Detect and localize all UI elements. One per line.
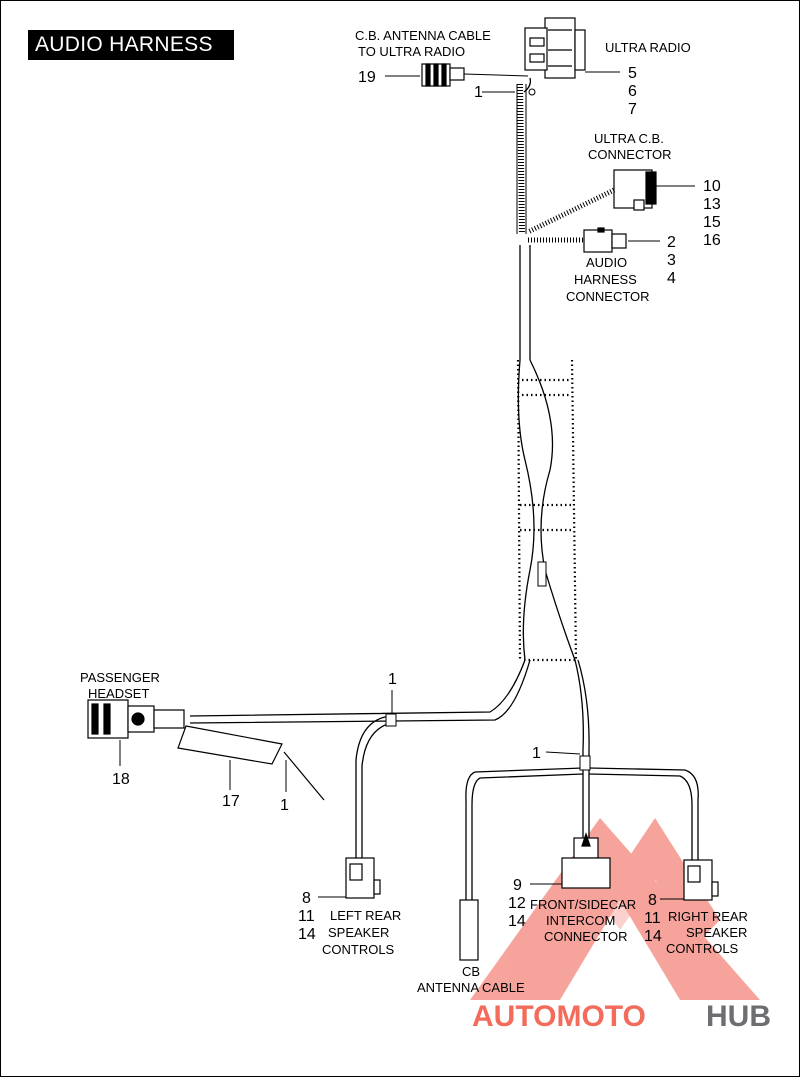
left-branch [189,659,531,860]
right-rear-label-3: CONTROLS [666,941,739,956]
front-label-3: CONNECTOR [544,929,628,944]
ultra-cb-connector [526,169,657,235]
passenger-headset-connector [87,699,325,801]
callout-12: 12 [508,895,526,912]
cb-cable-label-1: CB [462,964,480,979]
callout-10: 10 [703,178,721,195]
cb-antenna-cable-end [459,899,479,961]
cb-antenna-label-1: C.B. ANTENNA CABLE [355,28,491,43]
callout-6: 6 [628,83,637,100]
main-trunk-coil [516,83,536,235]
cb-antenna-connector [385,63,529,87]
callout-14-left: 14 [298,926,316,943]
ultra-radio-connector [523,17,586,93]
audio-conn-label-2: HARNESS [574,272,637,287]
watermark-logo [470,818,760,1000]
cb-cable-label-2: ANTENNA CABLE [417,980,525,995]
callout-9: 9 [513,877,522,894]
callout-3: 3 [667,252,676,269]
passenger-label-1: PASSENGER [80,670,160,685]
left-rear-label-1: LEFT REAR [330,908,401,923]
callout-7: 7 [628,101,637,118]
callout-17: 17 [222,793,240,810]
callout-16: 16 [703,232,721,249]
front-label-2: INTERCOM [546,913,615,928]
callout-15: 15 [703,214,721,231]
page-title: AUDIO HARNESS [28,30,234,60]
callout-14-front: 14 [508,913,526,930]
callout-18: 18 [112,771,130,788]
callout-8-right: 8 [648,892,657,909]
callout-2: 2 [667,234,676,251]
main-trunk [516,245,578,662]
right-rear-label-2: SPEAKER [686,925,747,940]
callout-11-left: 11 [298,908,315,925]
audio-harness-connector [528,227,627,253]
callout-13: 13 [703,196,721,213]
callout-1-top: 1 [474,84,483,101]
right-branch [465,659,699,900]
front-intercom-connector [561,832,611,889]
callout-19: 19 [358,69,376,86]
callout-14-right: 14 [644,928,662,945]
left-rear-label-2: SPEAKER [328,925,389,940]
callout-1-mid: 1 [388,671,397,688]
front-label-1: FRONT/SIDECAR [530,897,636,912]
callout-11-right: 11 [644,910,661,927]
audio-conn-label-3: CONNECTOR [566,289,650,304]
right-rear-speaker-connector [683,859,719,901]
callout-8-left: 8 [302,890,311,907]
right-rear-label-1: RIGHT REAR [668,909,748,924]
ultra-cb-label-2: CONNECTOR [588,147,672,162]
audio-conn-label-1: AUDIO [586,255,627,270]
passenger-label-2: HEADSET [88,686,149,701]
watermark-text-1: AUTOMOTO [472,1000,646,1033]
cb-antenna-label-2: TO ULTRA RADIO [358,44,465,59]
callout-5: 5 [628,65,637,82]
ultra-cb-label-1: ULTRA C.B. [594,131,664,146]
callout-1-right: 1 [532,745,541,762]
callout-4: 4 [667,270,676,287]
watermark-text-2: HUB [706,1000,771,1033]
ultra-radio-label: ULTRA RADIO [605,40,691,55]
callout-1-headset: 1 [280,797,289,814]
left-rear-label-3: CONTROLS [322,942,395,957]
left-rear-speaker-connector [345,857,381,899]
